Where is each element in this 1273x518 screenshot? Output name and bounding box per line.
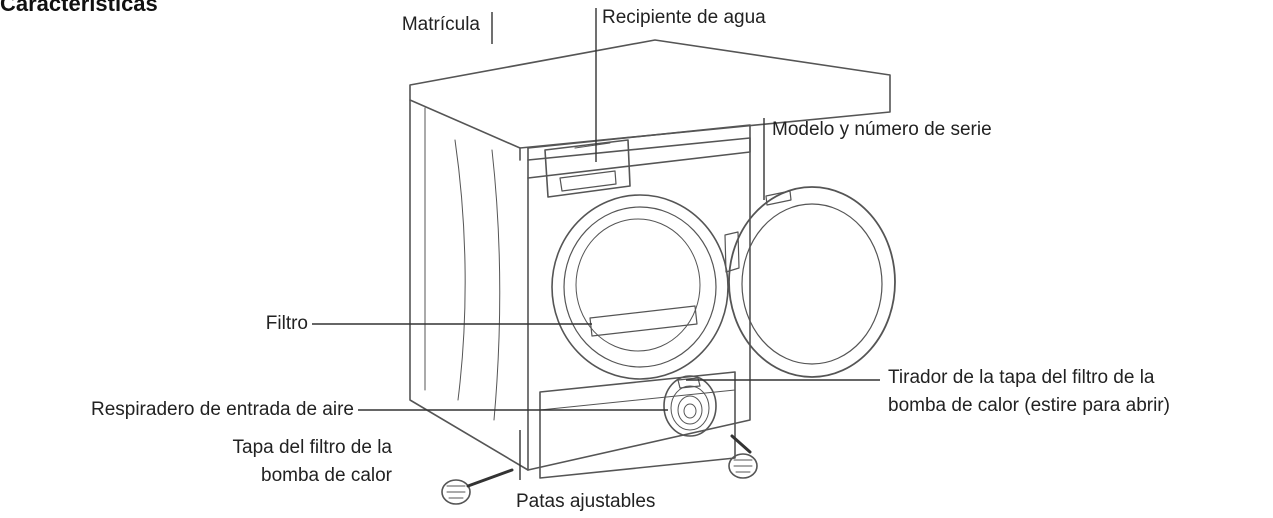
dryer-side-panel [409,99,529,471]
open-door [728,186,896,378]
label-tirador-line2: bomba de calor (estire para abrir) [888,395,1170,416]
label-patas-ajustables: Patas ajustables [516,491,656,512]
air-vent [663,375,717,437]
foot-left [441,479,471,505]
label-recipiente-de-agua: Recipiente de agua [602,7,766,28]
control-panel [527,137,751,179]
door-opening [551,194,729,380]
dryer-front-face [527,124,751,471]
lint-filter [589,305,698,337]
foot-right [728,453,758,479]
label-tapa-del-filtro: Tapa del filtro de la bomba de calor [150,436,393,488]
label-modelo-y-numero-de-serie: Modelo y número de serie [772,119,992,140]
section-heading: Características [0,0,158,16]
label-matricula: Matrícula [401,14,480,35]
label-tapa-line1: Tapa del filtro de la [232,437,393,458]
label-filtro: Filtro [265,313,308,334]
label-respiradero-de-entrada-de-aire: Respiradero de entrada de aire [90,399,354,420]
label-tirador: Tirador de la tapa del filtro de la bomb… [888,366,1170,418]
filter-cover-panel [539,371,736,479]
water-tank-drawer [544,139,631,198]
label-tirador-line1: Tirador de la tapa del filtro de la [888,367,1155,388]
label-tapa-line2: bomba de calor [261,465,392,486]
